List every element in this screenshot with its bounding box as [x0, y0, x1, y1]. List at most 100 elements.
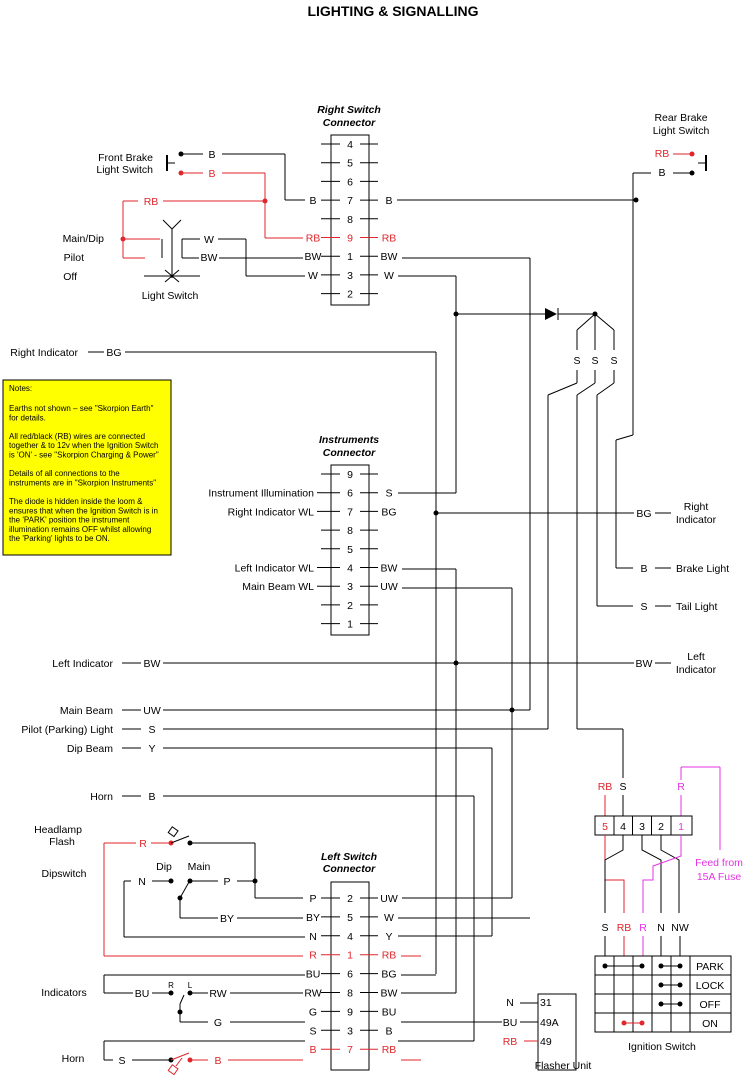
ls-right-wire-7: RB: [382, 1044, 397, 1056]
ign-bottom-wire-4: NW: [671, 922, 689, 934]
left-switch-title-2: Connector: [323, 863, 376, 875]
in-pin-9: 9: [347, 469, 353, 481]
notes-heading: Notes:: [9, 384, 32, 393]
ls-pin-3: 3: [347, 1025, 353, 1037]
notes-line: illumination remains OFF whilst allowing: [9, 525, 151, 534]
wire-tail-light: S: [640, 601, 647, 613]
front-brake-wire-2: B: [208, 168, 215, 180]
ls-left-wire-7: B: [309, 1044, 316, 1056]
ls-pin-5: 5: [347, 912, 353, 924]
rs-left-wire-7: B: [309, 195, 316, 207]
label-right-indicator: Right Indicator: [10, 347, 78, 359]
label-horn: Horn: [90, 791, 113, 803]
light-switch-bw-wire: BW: [201, 252, 218, 264]
flasher-pin-49: 49: [540, 1036, 552, 1048]
ls-right-wire-1: RB: [382, 950, 397, 962]
in-label-4: Left Indicator WL: [235, 563, 315, 575]
rs-pin-8: 8: [347, 214, 353, 226]
ign-pin-3: 3: [639, 821, 645, 833]
ign-pos-park: PARK: [696, 961, 724, 973]
in-pin-4: 4: [347, 563, 353, 575]
rs-left-wire-1: BW: [305, 251, 322, 263]
ls-right-wire-9: BU: [382, 1006, 397, 1018]
flasher-pin-31: 31: [540, 997, 552, 1009]
rear-brake-wire-1: RB: [655, 148, 670, 160]
rear-brake-label-1: Rear Brake: [654, 112, 707, 124]
rear-brake-wire-2: B: [658, 167, 665, 179]
right-switch-body: [330, 134, 370, 306]
indicators-switch: Indicators BU R L RW G: [41, 974, 305, 1029]
wire-brake-light: B: [640, 563, 647, 575]
splice-s-1: S: [573, 355, 580, 367]
ign-pin-4: 4: [620, 821, 626, 833]
flasher-label: Flasher Unit: [535, 1060, 592, 1072]
rs-right-wire-3: W: [384, 270, 394, 282]
horn-switch-b-wire: B: [214, 1055, 221, 1067]
in-right-wire-6: S: [385, 488, 392, 500]
ls-left-wire-8: RW: [304, 988, 321, 1000]
headlamp-dipswitch: Headlamp Flash R Dipswitch Dip Main N P …: [34, 824, 305, 957]
ls-pin-6: 6: [347, 969, 353, 981]
notes-line: is 'ON' - see "Skorpion Charging & Power…: [9, 451, 159, 460]
horn-switch-s-wire: S: [118, 1055, 125, 1067]
ign-top-wire-r: R: [677, 781, 685, 793]
ls-right-wire-5: W: [384, 912, 394, 924]
ign-bottom-wire-0: S: [601, 922, 608, 934]
notes-line: Details of all connections to the: [9, 469, 120, 478]
ls-pin-8: 8: [347, 988, 353, 1000]
rs-pin-9: 9: [347, 233, 353, 245]
rear-brake-label-2: Light Switch: [653, 125, 710, 137]
in-pin-6: 6: [347, 488, 353, 500]
ls-left-wire-9: G: [309, 1006, 317, 1018]
rs-pin-1: 1: [347, 251, 353, 263]
rs-pin-7: 7: [347, 195, 353, 207]
dipswitch-n-wire: N: [138, 876, 146, 888]
wire-right-indicator-out: BG: [636, 508, 651, 520]
label-tail-light: Tail Light: [676, 601, 718, 613]
headlamp-flash-2: Flash: [49, 836, 75, 848]
wire-right-indicator: BG: [106, 347, 121, 359]
label-left-indicator-out-1: Left: [687, 651, 705, 663]
wire-main-beam: UW: [143, 705, 161, 717]
notes-line: together & to 12v when the Ignition Swit…: [9, 441, 158, 450]
label-left-indicator-out-2: Indicator: [676, 664, 717, 676]
light-switch-w-wire: W: [204, 234, 214, 246]
indicators-r: R: [168, 981, 174, 990]
label-pilot: Pilot (Parking) Light: [21, 724, 113, 736]
in-right-wire-7: BG: [381, 506, 396, 518]
instruments-title-1: Instruments: [319, 434, 379, 446]
light-switch: Main/Dip Pilot Off Light Switch RB W BW: [63, 196, 305, 302]
instruments-outputs: [402, 568, 513, 993]
in-pin-1: 1: [347, 619, 353, 631]
page-title: LIGHTING & SIGNALLING: [307, 3, 478, 19]
in-label-3: Main Beam WL: [242, 581, 314, 593]
ls-left-wire-5: BY: [306, 912, 320, 924]
left-switch-title-1: Left Switch: [321, 851, 377, 863]
right-switch-outputs: S S S: [397, 173, 639, 778]
wire-horn: B: [148, 791, 155, 803]
ign-pin-1: 1: [678, 821, 684, 833]
front-brake-label-1: Front Brake: [98, 152, 153, 164]
notes-line: instruments are in "Skorpion Instruments…: [9, 478, 156, 487]
ign-top-wire-s: S: [619, 781, 626, 793]
ls-right-wire-3: B: [385, 1025, 392, 1037]
ls-pin-4: 4: [347, 931, 353, 943]
in-pin-3: 3: [347, 581, 353, 593]
in-right-wire-4: BW: [381, 563, 398, 575]
wire-dip-beam: Y: [148, 743, 155, 755]
notes-line: for details.: [9, 413, 46, 422]
label-right-indicator-out-2: Indicator: [676, 514, 717, 526]
ign-bottom-wire-3: N: [657, 922, 665, 934]
notes-line: The diode is hidden inside the loom &: [9, 497, 143, 506]
flasher-wire-n: N: [506, 997, 514, 1009]
right-labels: BG Right Indicator B Brake Light S Tail …: [436, 501, 729, 676]
front-brake-wire-1: B: [208, 149, 215, 161]
headlamp-flash-1: Headlamp: [34, 824, 82, 836]
light-switch-rb-wire: RB: [144, 196, 159, 208]
rs-left-wire-9: RB: [306, 233, 321, 245]
dipswitch-p-wire: P: [223, 876, 230, 888]
light-switch-pos-pilot: Pilot: [64, 252, 85, 264]
